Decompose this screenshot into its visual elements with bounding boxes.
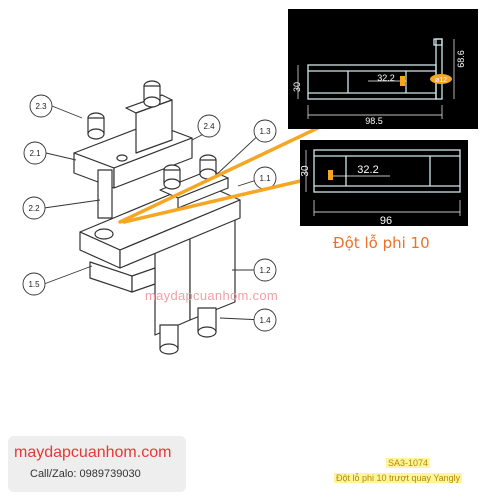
callout-2-3-label: 2.3: [35, 102, 47, 111]
callout-1-4: [253, 308, 277, 332]
profile-top-height: 30: [292, 82, 302, 92]
arrow-to-bottom-profile: [122, 174, 324, 224]
part-1-5-front: [89, 261, 133, 293]
callout-1-5-label: 1.5: [28, 280, 40, 289]
profile-section-bottom: 30 32.2 96: [300, 140, 468, 227]
product-title: Đột lỗ phi 10 trượt quay Yangly: [334, 473, 463, 483]
callout-2-1-label: 2.1: [29, 149, 41, 158]
profile-top-hole-spacing: 32.2: [377, 73, 395, 83]
profile-top-hole-dia: ø12: [435, 77, 447, 84]
product-code: SA3-1074: [386, 458, 431, 468]
part-2-2-rod: [97, 169, 113, 219]
profile-bottom-height: 30: [300, 165, 311, 177]
callout-2-4-label: 2.4: [203, 122, 215, 131]
callout-2-2: [22, 196, 46, 220]
part-2-1-upright-side: [135, 99, 173, 154]
part-2-4-hole: [116, 154, 128, 162]
profile-top-flange: 68.6: [456, 50, 466, 68]
callout-2-1: [23, 141, 47, 165]
callout-1-2-label: 1.2: [259, 266, 271, 275]
part-1-1-side: [119, 199, 241, 269]
callout-1-1-label: 1.1: [259, 174, 271, 183]
profile-bottom-hole-spacing: 32.2: [357, 164, 378, 176]
footer-contact-box: [8, 436, 186, 492]
callout-2-2-label: 2.2: [28, 204, 40, 213]
contact-phone: Call/Zalo: 0989739030: [30, 468, 141, 480]
watermark: maydapcuanhom.com: [145, 288, 278, 303]
callout-1-3-label: 1.3: [259, 127, 271, 136]
profile-top-width: 98.5: [365, 116, 383, 126]
plate-hole: [94, 228, 114, 240]
hole-dia-badge: [430, 74, 452, 84]
profile-bottom-width: 96: [380, 215, 392, 226]
callout-1-2: [253, 258, 277, 282]
callout-1-5: [22, 272, 46, 296]
punch-hole-caption: Đột lỗ phi 10: [333, 234, 430, 252]
callout-2-3: [29, 94, 53, 118]
callout-2-4: [197, 114, 221, 138]
brand-name[interactable]: maydapcuanhom.com: [14, 444, 172, 461]
profile-section-top: 30 32.2 98.5 68.6 ø12: [288, 9, 478, 129]
callout-1-4-label: 1.4: [259, 316, 271, 325]
part-2-1-side: [113, 137, 193, 189]
part-1-5-side: [131, 267, 156, 293]
part-1-3-side: [177, 177, 229, 209]
callout-1-3: [253, 119, 277, 143]
